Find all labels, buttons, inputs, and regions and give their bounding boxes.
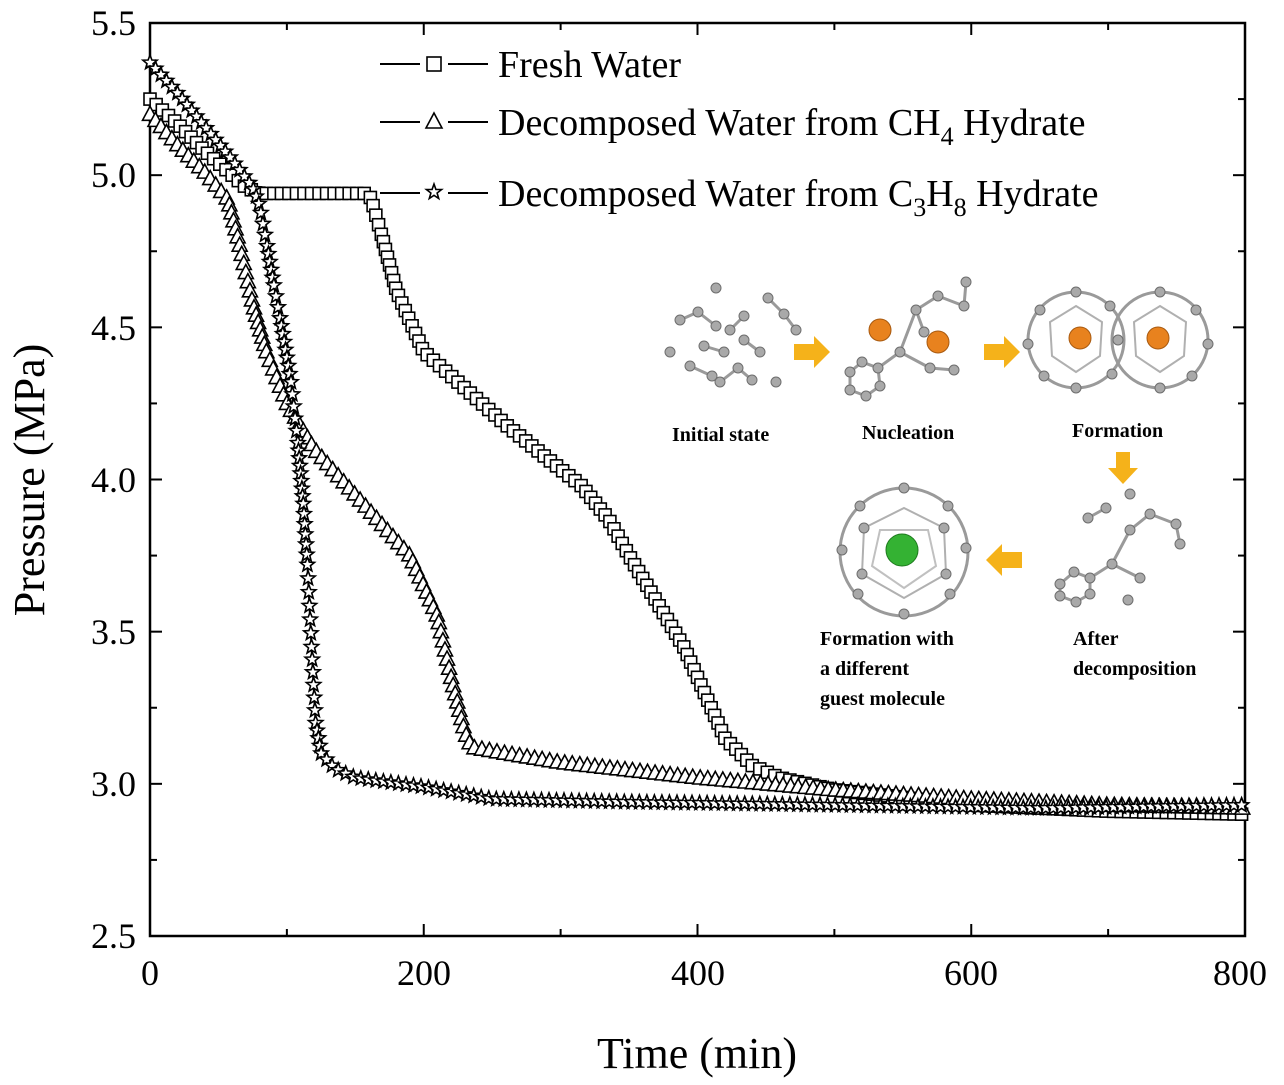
data-point-star xyxy=(301,623,321,642)
data-point-star xyxy=(300,609,320,628)
data-point-star xyxy=(304,675,323,693)
data-point-star xyxy=(255,225,275,243)
formation-cages xyxy=(1022,286,1214,394)
y-tick-5.5: 5.5 xyxy=(91,3,136,43)
data-point-star xyxy=(268,297,288,316)
label-a-different: a different xyxy=(820,658,909,680)
x-tick-400: 400 xyxy=(671,953,725,993)
data-point-star xyxy=(302,649,322,668)
arrow-3-icon xyxy=(1108,452,1138,484)
data-point-star xyxy=(284,396,304,415)
data-point-star xyxy=(298,554,317,573)
data-point-star xyxy=(302,637,321,655)
data-point-star xyxy=(287,421,306,439)
legend-label-fresh-water: Fresh Water xyxy=(498,44,681,86)
x-axis-title: Time (min) xyxy=(597,1029,797,1078)
y-tick-5.0: 5.0 xyxy=(91,155,136,195)
series-layer xyxy=(140,52,1252,821)
data-point-star xyxy=(253,214,273,232)
label-after: After xyxy=(1073,628,1119,650)
data-point-star xyxy=(281,372,301,391)
axis-ticks xyxy=(149,22,1246,937)
data-point-star xyxy=(244,179,263,197)
guest-molecule-orange-3 xyxy=(1068,326,1092,350)
y-tick-4.0: 4.0 xyxy=(91,460,136,500)
arrow-1-icon xyxy=(794,336,830,368)
y-tick-3.5: 3.5 xyxy=(91,612,136,652)
legend-label-c3h8: Decomposed Water from C3H8 Hydrate xyxy=(498,173,1099,222)
data-point-star xyxy=(249,194,268,212)
data-point-star xyxy=(264,275,284,294)
guest-molecule-green xyxy=(885,533,919,567)
label-formation: Formation xyxy=(1072,420,1163,442)
after-decomposition-molecules xyxy=(1054,488,1186,608)
y-tick-3.0: 3.0 xyxy=(91,764,136,804)
data-point-star xyxy=(1232,795,1251,814)
label-initial-state: Initial state xyxy=(672,424,769,446)
data-point-star xyxy=(299,582,319,601)
legend-label-ch4: Decomposed Water from CH4 Hydrate xyxy=(498,102,1086,151)
label-decomposition: decomposition xyxy=(1073,658,1196,680)
data-point-star xyxy=(336,763,356,782)
data-point-star xyxy=(304,687,324,706)
x-tick-800: 800 xyxy=(1213,953,1267,993)
data-point-star xyxy=(266,286,286,305)
data-point-star xyxy=(300,596,319,614)
legend-item-c3h8: Decomposed Water from C3H8 Hydrate xyxy=(380,173,1099,222)
inset-schematic: Initial state Nucleation xyxy=(664,276,1214,710)
legend: Fresh Water Decomposed Water from CH4 Hy… xyxy=(380,44,1099,222)
arrow-4-icon xyxy=(986,544,1022,576)
nucleation-cluster xyxy=(844,276,972,402)
y-tick-4.5: 4.5 xyxy=(91,308,136,348)
legend-item-fresh-water: Fresh Water xyxy=(380,44,681,86)
data-point-star xyxy=(305,700,325,719)
x-tick-200: 200 xyxy=(397,953,451,993)
data-point-star xyxy=(283,384,302,403)
x-tick-labels: 0 200 400 600 800 xyxy=(141,953,1267,993)
label-formation-with: Formation with xyxy=(820,628,954,650)
data-point-star xyxy=(246,186,266,205)
guest-molecule-orange-4 xyxy=(1146,326,1170,350)
y-tick-2.5: 2.5 xyxy=(91,916,136,956)
data-point-star xyxy=(251,203,271,221)
label-nucleation: Nucleation xyxy=(862,422,954,444)
guest-molecule-orange-2 xyxy=(926,330,950,354)
data-point-star xyxy=(303,662,323,681)
legend-item-ch4: Decomposed Water from CH4 Hydrate xyxy=(380,102,1086,151)
x-tick-0: 0 xyxy=(141,953,159,993)
data-point-star xyxy=(328,760,348,779)
y-tick-labels: 2.5 3.0 3.5 4.0 4.5 5.0 5.5 xyxy=(91,3,136,956)
y-axis-title: Pressure (MPa) xyxy=(5,344,54,617)
arrow-2-icon xyxy=(984,336,1020,368)
data-point-star xyxy=(285,408,305,427)
initial-state-molecules xyxy=(664,282,802,388)
x-tick-600: 600 xyxy=(944,953,998,993)
series-star xyxy=(140,52,1251,817)
guest-molecule-orange-1 xyxy=(868,318,892,342)
single-cage-green-guest xyxy=(836,482,972,620)
label-guest-molecule: guest molecule xyxy=(820,688,945,710)
data-point-star xyxy=(298,568,318,587)
